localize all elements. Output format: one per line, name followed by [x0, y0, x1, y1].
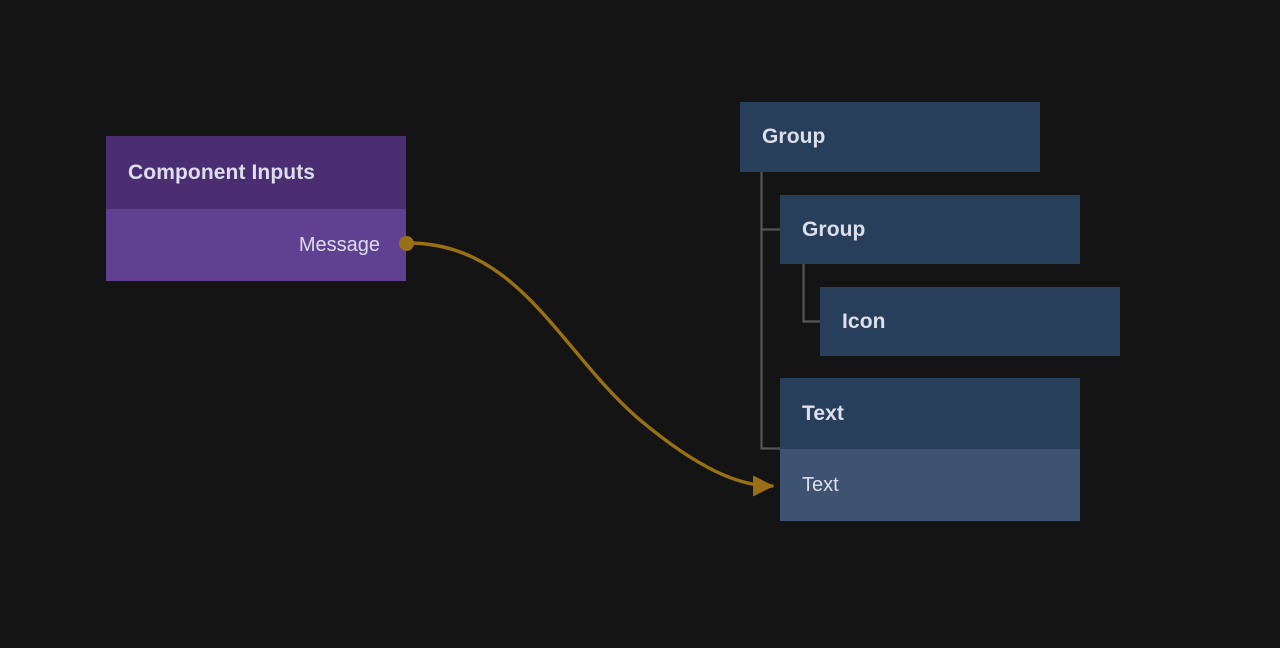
node-group-root[interactable]: Group [740, 102, 1040, 172]
node-text[interactable]: Text Text [780, 378, 1080, 521]
node-group-root-title: Group [740, 102, 1040, 172]
wire-path [406, 241, 775, 497]
tree-line-root-spine [760, 172, 781, 450]
node-port-row-message[interactable]: Message [106, 209, 406, 281]
tree-line-group-to-icon [802, 264, 821, 323]
node-component-inputs[interactable]: Component Inputs Message [106, 136, 406, 281]
node-component-inputs-title: Component Inputs [106, 136, 406, 209]
node-icon[interactable]: Icon [820, 287, 1120, 356]
node-group-child-title: Group [780, 195, 1080, 264]
node-group-child[interactable]: Group [780, 195, 1080, 264]
node-input-row-text[interactable]: Text [780, 449, 1080, 521]
output-port-dot-message[interactable] [399, 236, 414, 251]
node-icon-title: Icon [820, 287, 1120, 356]
node-text-title: Text [780, 378, 1080, 449]
